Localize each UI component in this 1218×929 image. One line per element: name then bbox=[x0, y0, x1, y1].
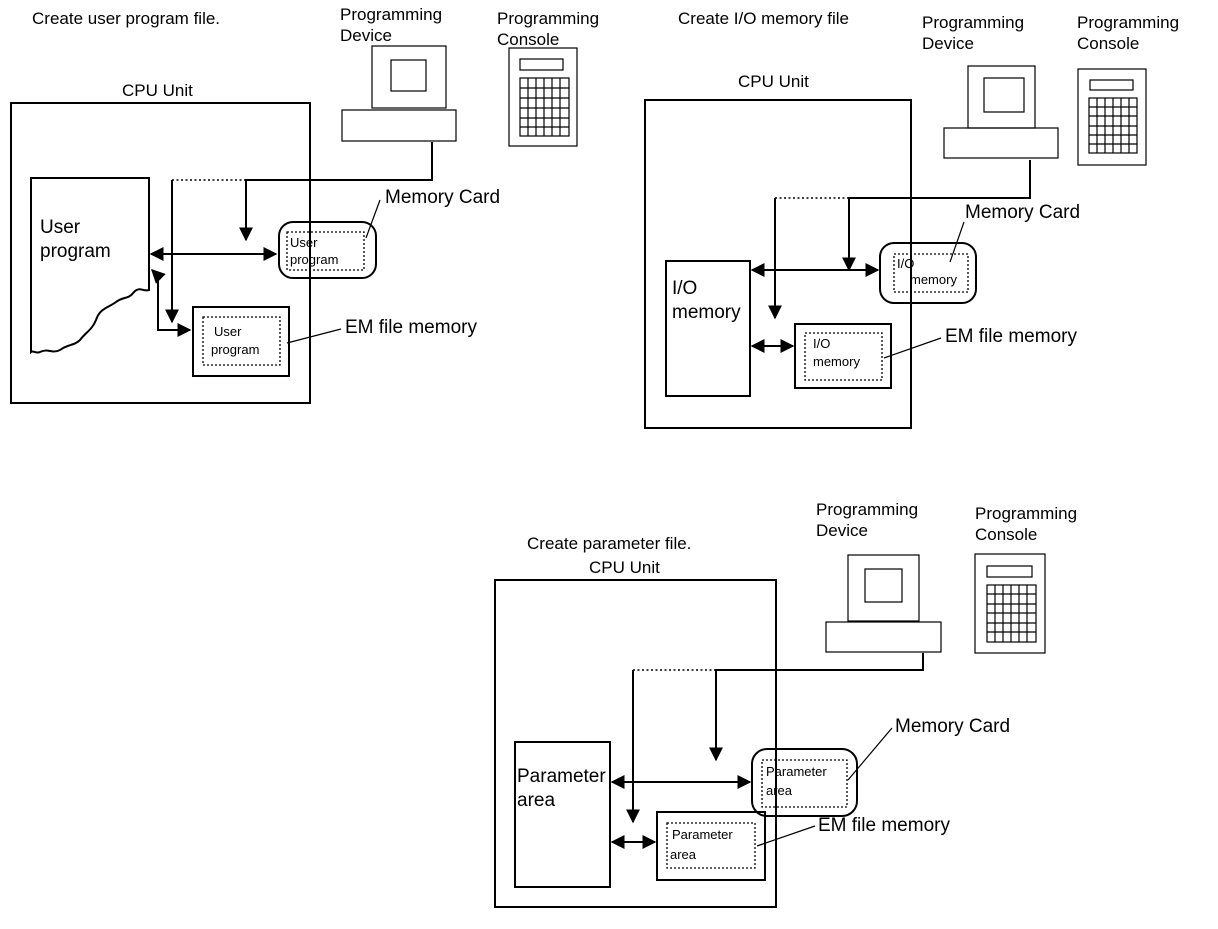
memory-label: program bbox=[40, 241, 111, 262]
em-file-memory-box bbox=[656, 811, 766, 881]
memory-card-leader bbox=[365, 199, 381, 239]
em-file-label: area bbox=[670, 847, 697, 862]
em-file-memory-leader bbox=[883, 337, 942, 359]
programming-console-label: Console bbox=[975, 525, 1037, 544]
em-file-memory-leader bbox=[286, 328, 342, 344]
programming-console-icon bbox=[1077, 68, 1147, 166]
programming-device-icon bbox=[943, 65, 1059, 159]
memory-card-file bbox=[761, 759, 848, 808]
panel-io-memory: Create I/O memory file Programming Devic… bbox=[644, 9, 1179, 429]
em-file bbox=[804, 332, 883, 381]
panel-parameter-area: Create parameter file. Programming Devic… bbox=[494, 500, 1077, 908]
memory-card bbox=[278, 221, 377, 279]
program-em-arrow bbox=[151, 269, 192, 337]
em-file-label: Parameter bbox=[672, 827, 733, 842]
card-file-label: I/O bbox=[897, 256, 914, 271]
memory-label: I/O bbox=[672, 278, 697, 299]
programming-device-icon bbox=[825, 554, 942, 653]
cpu-unit-box bbox=[10, 102, 311, 404]
memory-label: area bbox=[517, 790, 555, 811]
cpu-unit-box bbox=[644, 99, 912, 429]
card-file-label: program bbox=[290, 252, 338, 267]
device-to-card-arrow bbox=[842, 160, 1031, 272]
programming-console-label: Programming bbox=[497, 9, 599, 28]
user-program-block bbox=[30, 177, 150, 355]
memory-card-file bbox=[893, 253, 969, 293]
panel-title: Create user program file. bbox=[32, 9, 220, 28]
memory-card bbox=[751, 748, 858, 817]
panel-user-program: Create user program file. Programming De… bbox=[10, 5, 599, 404]
programming-console-label: Programming bbox=[975, 504, 1077, 523]
memory-card bbox=[879, 242, 977, 304]
programming-console-label: Console bbox=[497, 30, 559, 49]
cpu-unit-box bbox=[494, 579, 777, 908]
memory-card-leader bbox=[949, 221, 965, 263]
em-file-memory-box bbox=[192, 306, 290, 377]
cpu-unit-label: CPU Unit bbox=[738, 72, 809, 91]
programming-device-label: Programming bbox=[340, 5, 442, 24]
memory-card-leader bbox=[847, 727, 893, 781]
programming-console-icon bbox=[508, 47, 578, 147]
device-to-card-arrow bbox=[709, 653, 924, 762]
em-file bbox=[666, 822, 756, 869]
memory-label: User bbox=[40, 217, 81, 238]
programming-device-label: Device bbox=[340, 26, 392, 45]
memory-card-label: Memory Card bbox=[965, 202, 1080, 223]
programming-console-icon bbox=[974, 553, 1046, 654]
card-file-label: area bbox=[766, 783, 793, 798]
em-file-memory-leader bbox=[756, 825, 816, 847]
programming-device-label: Programming bbox=[922, 13, 1024, 32]
programming-device-label: Device bbox=[922, 34, 974, 53]
card-file-label: memory bbox=[910, 272, 957, 287]
programming-console-label: Programming bbox=[1077, 13, 1179, 32]
em-file-memory-label: EM file memory bbox=[945, 326, 1077, 347]
programming-console-label: Console bbox=[1077, 34, 1139, 53]
programming-device-icon bbox=[341, 45, 457, 142]
cpu-unit-label: CPU Unit bbox=[122, 81, 193, 100]
panel-title: Create I/O memory file bbox=[678, 9, 849, 28]
programming-device-label: Programming bbox=[816, 500, 918, 519]
memory-card-file bbox=[286, 231, 365, 271]
em-file-label: User bbox=[214, 324, 242, 339]
em-file bbox=[202, 316, 281, 366]
em-file-label: I/O bbox=[813, 336, 830, 351]
cpu-unit-label: CPU Unit bbox=[589, 558, 660, 577]
memory-card-label: Memory Card bbox=[895, 716, 1010, 737]
memory-card-label: Memory Card bbox=[385, 187, 500, 208]
io-memory-block bbox=[665, 260, 751, 397]
memory-label: Parameter bbox=[517, 766, 606, 787]
em-file-memory-label: EM file memory bbox=[345, 317, 477, 338]
em-file-label: memory bbox=[813, 354, 860, 369]
programming-device-label: Device bbox=[816, 521, 868, 540]
panel-title: Create parameter file. bbox=[527, 534, 691, 553]
memory-label: memory bbox=[672, 302, 741, 323]
card-file-label: User bbox=[290, 235, 318, 250]
card-file-label: Parameter bbox=[766, 764, 827, 779]
parameter-area-block bbox=[514, 741, 611, 888]
em-file-label: program bbox=[211, 342, 259, 357]
device-to-card-arrow bbox=[239, 142, 433, 242]
em-file-memory-label: EM file memory bbox=[818, 815, 950, 836]
